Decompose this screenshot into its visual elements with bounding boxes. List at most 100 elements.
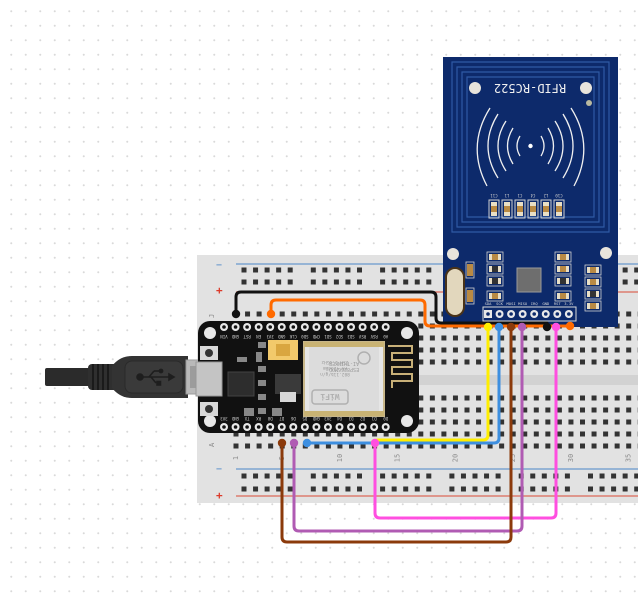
mounting-hole	[204, 415, 216, 427]
terminal-hole	[464, 419, 470, 425]
terminal-hole	[614, 419, 620, 425]
terminal-hole	[429, 431, 435, 437]
wire-sck-endpoint[interactable]	[494, 322, 504, 332]
rail-hole	[357, 473, 362, 479]
terminal-hole	[499, 407, 505, 413]
voltage-regulator	[275, 374, 301, 394]
wire-3v3-endpoint[interactable]	[266, 309, 276, 319]
terminal-hole	[614, 335, 620, 341]
terminal-hole	[337, 431, 343, 437]
terminal-hole	[418, 335, 424, 341]
terminal-hole	[556, 443, 562, 449]
rail-hole	[264, 486, 270, 492]
wire-3v3-endpoint[interactable]	[565, 321, 575, 331]
wire-rst-endpoint[interactable]	[370, 438, 380, 448]
rail-hole	[403, 473, 409, 479]
wire-mosi[interactable]	[280, 325, 513, 544]
nodemcu-board[interactable]: ESP8266MOD AI-THINKER ISM 2.4GHz PA +25d…	[195, 321, 419, 433]
terminal-hole	[464, 443, 470, 449]
terminal-hole	[349, 443, 354, 449]
module-text-line: ISM 2.4GHz	[321, 359, 348, 365]
rail-hole	[333, 473, 339, 479]
terminal-hole	[418, 395, 424, 401]
terminal-hole	[591, 443, 597, 449]
smd-component-body	[492, 278, 498, 284]
smd-component-body	[560, 266, 566, 272]
flash-button[interactable]	[200, 402, 218, 416]
nodemcu-pin-hole	[372, 325, 376, 329]
mounting-hole	[469, 82, 481, 94]
column-label: 30	[567, 454, 575, 462]
nodemcu-pin-hole	[279, 325, 284, 329]
terminal-hole	[464, 407, 470, 413]
nodemcu-pin-hole	[372, 425, 376, 429]
terminal-hole	[591, 395, 597, 401]
component-label: C4	[530, 193, 535, 198]
wire-sck-endpoint[interactable]	[302, 438, 312, 448]
nodemcu-pin-hole	[222, 325, 226, 329]
wire-sda-endpoint[interactable]	[483, 322, 493, 332]
smd-component-body	[590, 267, 596, 273]
mounting-hole	[401, 415, 413, 427]
rail-hole	[322, 279, 328, 285]
wire-miso-endpoint[interactable]	[289, 438, 299, 448]
terminal-hole	[406, 431, 412, 437]
smd-component	[467, 290, 473, 302]
capacitor-inner	[276, 344, 290, 356]
terminal-hole	[510, 347, 516, 353]
terminal-hole	[256, 431, 262, 437]
terminal-hole	[233, 443, 239, 449]
column-label: 10	[336, 454, 344, 462]
smd-pad-frame	[540, 199, 552, 219]
terminal-hole	[441, 419, 447, 425]
rail-hole	[241, 279, 247, 285]
rail-hole	[264, 267, 270, 273]
rfid-wave-icon	[476, 107, 585, 187]
rail-hole	[472, 473, 478, 479]
wire-miso[interactable]	[292, 325, 524, 533]
rail-hole	[611, 486, 617, 492]
rail-hole	[588, 473, 593, 479]
smd-component-body	[504, 206, 510, 212]
component-label: L2	[543, 193, 548, 198]
terminal-hole	[545, 395, 551, 401]
wire-gnd[interactable]	[234, 290, 549, 329]
rail-hole	[460, 486, 466, 492]
wire-3v3[interactable]	[269, 298, 572, 328]
terminal-hole	[510, 335, 516, 341]
wire-mosi-endpoint[interactable]	[277, 438, 287, 448]
wire-sck[interactable]	[305, 325, 501, 445]
wire-mosi-endpoint[interactable]	[506, 322, 516, 332]
wire-gnd-endpoint[interactable]	[542, 322, 552, 332]
wire-miso-endpoint[interactable]	[517, 322, 527, 332]
rail-hole	[414, 473, 420, 479]
terminal-hole	[418, 419, 424, 425]
terminal-hole	[603, 407, 609, 413]
wire-gnd-endpoint[interactable]	[231, 309, 241, 319]
terminal-hole	[302, 311, 308, 317]
rail-hole	[391, 279, 397, 285]
wire-rst[interactable]	[373, 325, 558, 520]
column-label: 35	[625, 454, 633, 462]
rfid-smd-components	[465, 251, 602, 312]
terminal-hole	[545, 431, 551, 437]
rst-button[interactable]	[200, 346, 218, 360]
rail-hole	[426, 267, 432, 273]
nodemcu-pin-hole	[233, 325, 238, 329]
smd-component-body	[492, 293, 498, 299]
nodemcu-pin-label: D8	[267, 416, 272, 421]
rail-hole	[484, 473, 490, 479]
smd-component-body	[560, 278, 566, 284]
smd-pad-frame	[527, 199, 539, 219]
terminal-hole	[418, 443, 424, 449]
terminal-hole	[476, 335, 482, 341]
rail-hole	[426, 279, 432, 285]
terminal-hole	[487, 395, 493, 401]
usb-cable[interactable]	[45, 356, 209, 398]
terminal-hole	[441, 359, 447, 365]
terminal-hole	[291, 311, 297, 317]
wire-rst-endpoint[interactable]	[551, 322, 561, 332]
terminal-hole	[429, 419, 435, 425]
terminal-hole	[510, 443, 516, 449]
